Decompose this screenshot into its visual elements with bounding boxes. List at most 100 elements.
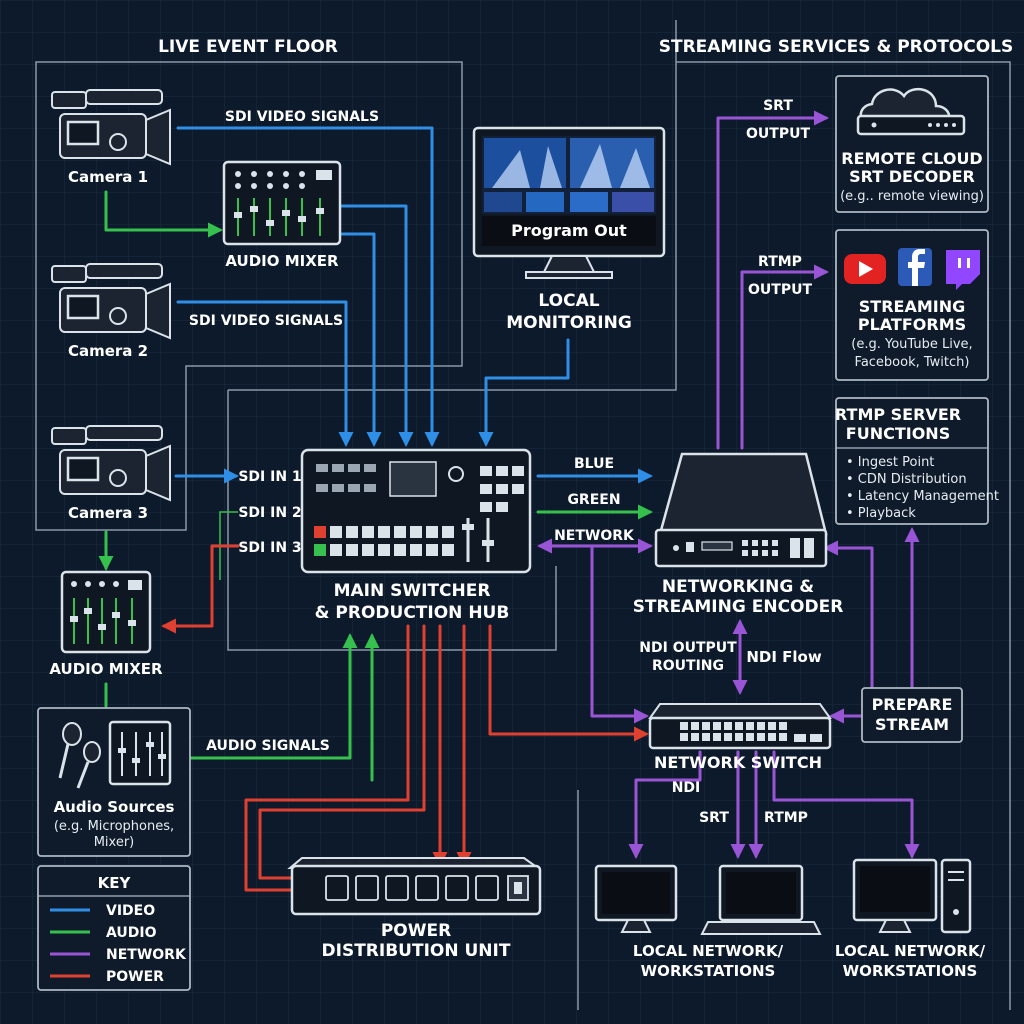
platforms-sub-1: (e.g. YouTube Live, [851, 337, 972, 352]
pdu-label-1: POWER [381, 921, 451, 941]
video-lines [174, 126, 653, 484]
microphone-icon [58, 722, 101, 789]
twitch-icon [946, 250, 980, 290]
rtmp-output-label-1: RTMP [758, 254, 802, 270]
platforms-label-1: STREAMING [859, 297, 965, 316]
audio-sources[interactable]: Audio Sources (e.g. Microphones, Mixer) [37, 707, 191, 857]
facebook-icon [898, 248, 932, 286]
monitor-icon [594, 864, 678, 933]
audio-mixer-bottom[interactable] [60, 570, 152, 654]
main-switcher[interactable]: MAIN SWITCHER & PRODUCTION HUB [300, 448, 532, 623]
prepare-label-2: STREAM [875, 715, 949, 734]
camera-1[interactable] [51, 89, 171, 166]
switch-port [779, 722, 787, 730]
cloud-icon [856, 87, 966, 136]
camera-3[interactable] [51, 425, 171, 502]
switch-port [724, 733, 732, 741]
rtmp-item: • CDN Distribution [846, 472, 967, 487]
srt-output-label-2: OUTPUT [746, 126, 810, 142]
audio-mixer-bottom-label: AUDIO MIXER [49, 660, 163, 678]
remote-cloud-decoder[interactable]: REMOTE CLOUD SRT DECODER (e.g.. remote v… [835, 75, 989, 213]
srt-label: SRT [699, 810, 729, 826]
encoder-label-2: STREAMING ENCODER [633, 597, 844, 617]
camera-2[interactable] [51, 263, 171, 340]
legend-title: KEY [98, 874, 132, 892]
rtmp-output-label-2: OUTPUT [748, 282, 812, 298]
switch-label: NETWORK SWITCH [654, 753, 822, 772]
network-lines [537, 110, 920, 859]
youtube-icon [844, 254, 886, 284]
monitor-icon [472, 126, 666, 279]
switch-port [702, 722, 710, 730]
network-switch[interactable]: NETWORK SWITCH [648, 703, 832, 772]
blue-label: BLUE [574, 456, 614, 472]
audio-sources-sub2: Mixer) [94, 835, 135, 850]
workstation-1-label-1: LOCAL NETWORK/ [633, 942, 784, 960]
sdi-in-2: SDI IN 2 [238, 505, 301, 521]
cloud-label-1: REMOTE CLOUD [841, 149, 982, 168]
sdi-label-top: SDI VIDEO SIGNALS [225, 109, 379, 125]
switcher-label-1: MAIN SWITCHER [334, 581, 491, 601]
sdi-in-3: SDI IN 3 [238, 540, 301, 556]
video-camera-icon [51, 263, 171, 340]
monitor-screen-label: Program Out [511, 221, 627, 240]
camera-3-label: Camera 3 [68, 504, 148, 522]
streaming-encoder-icon [654, 452, 828, 568]
power-distribution-unit[interactable]: POWER DISTRIBUTION UNIT [287, 857, 542, 961]
audio-sources-sub1: (e.g. Microphones, [54, 819, 174, 834]
sdi-in-1: SDI IN 1 [238, 469, 301, 485]
audio-signals-label: AUDIO SIGNALS [206, 738, 330, 754]
rtmp-item: • Ingest Point [846, 455, 934, 470]
cloud-sub: (e.g.. remote viewing) [840, 189, 984, 204]
workstation-monitor[interactable] [594, 864, 678, 933]
power-strip-icon [287, 857, 542, 916]
prepare-stream[interactable]: PREPARE STREAM [861, 687, 963, 743]
audio-mixer-icon [222, 160, 342, 246]
switch-port [735, 722, 743, 730]
section-title-live-event: LIVE EVENT FLOOR [158, 37, 338, 57]
rtmp-title-2: FUNCTIONS [846, 424, 950, 443]
pdu-label-2: DISTRIBUTION UNIT [322, 941, 511, 961]
streaming-platforms[interactable]: STREAMING PLATFORMS (e.g. YouTube Live, … [835, 229, 989, 381]
workstation-1-label-2: WORKSTATIONS [641, 962, 776, 980]
switcher-label-2: & PRODUCTION HUB [315, 603, 510, 623]
audio-mixer-top[interactable] [222, 160, 342, 246]
switch-port [702, 733, 710, 741]
switch-port [691, 722, 699, 730]
switch-port [746, 722, 754, 730]
network-label: NETWORK [554, 528, 635, 544]
video-camera-icon [51, 89, 171, 166]
sdi-label-mid: SDI VIDEO SIGNALS [189, 313, 343, 329]
switch-port [724, 722, 732, 730]
switch-port [757, 722, 765, 730]
platforms-sub-2: Facebook, Twitch) [855, 355, 970, 370]
switch-port [713, 722, 721, 730]
rtmp-label: RTMP [764, 810, 808, 826]
section-frames [35, 20, 1011, 1010]
audio-lines [98, 190, 653, 782]
audio-mixer-icon [60, 570, 152, 654]
production-switcher-icon [300, 448, 532, 574]
camera-1-label: Camera 1 [68, 168, 148, 186]
local-monitor[interactable]: Program Out LOCAL MONITORING [472, 126, 666, 333]
streaming-encoder[interactable]: NETWORKING & STREAMING ENCODER [633, 452, 844, 617]
section-title-streaming: STREAMING SERVICES & PROTOCOLS [659, 37, 1014, 57]
video-camera-icon [51, 425, 171, 502]
small-mixer-icon [108, 720, 172, 786]
legend-label: NETWORK [106, 947, 187, 963]
switch-port [680, 722, 688, 730]
signal-labels: SDI VIDEO SIGNALS SDI VIDEO SIGNALS SDI … [189, 98, 822, 826]
switch-port [768, 733, 776, 741]
desktop-tower-icon [852, 858, 972, 934]
srt-output-label-1: SRT [763, 98, 793, 114]
prepare-label-1: PREPARE [872, 695, 953, 714]
green-label: GREEN [567, 492, 620, 508]
legend-label: VIDEO [106, 903, 155, 919]
workstation-laptop[interactable] [700, 864, 822, 935]
ndi-routing-label-1: NDI OUTPUT [639, 640, 737, 656]
workstation-2-label-1: LOCAL NETWORK/ [835, 942, 986, 960]
workstation-desktop[interactable] [852, 858, 972, 934]
audio-mixer-top-label: AUDIO MIXER [225, 252, 339, 270]
workstation-2-label-2: WORKSTATIONS [843, 962, 978, 980]
